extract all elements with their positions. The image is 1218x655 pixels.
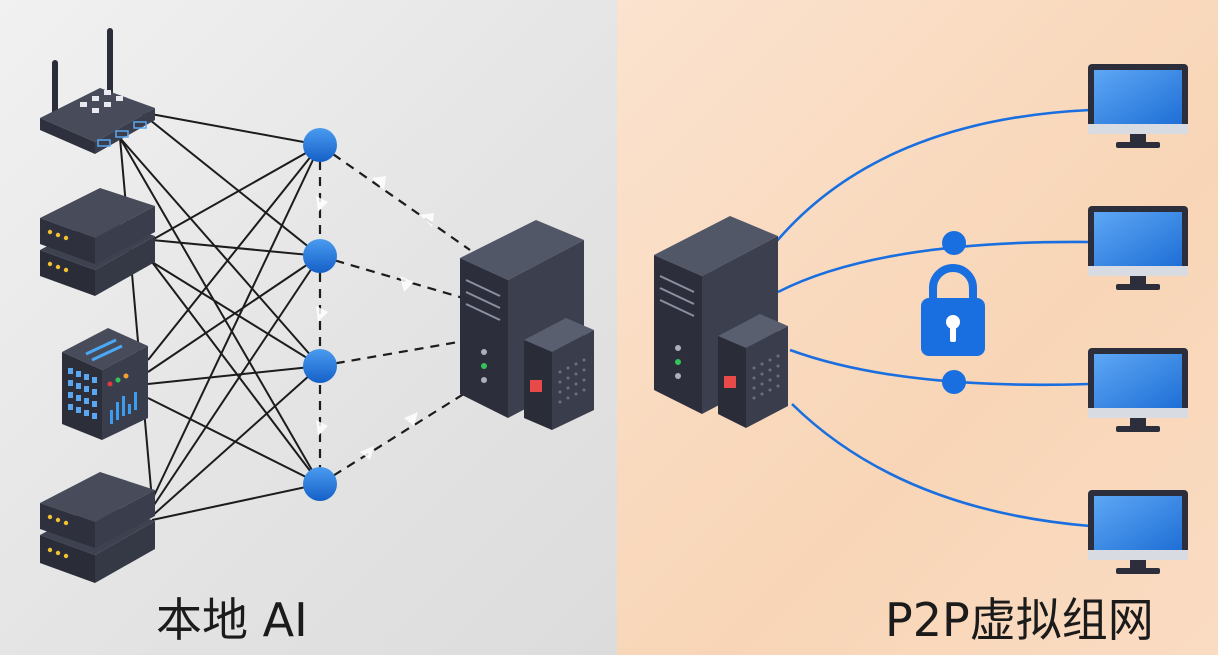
monitor-icon: [1088, 64, 1188, 148]
monitor-icon: [1088, 348, 1188, 432]
arrow-icon: [316, 306, 328, 322]
server-tower-icon: [654, 216, 788, 428]
arrow-icon: [360, 446, 374, 460]
padlock-icon: [921, 264, 985, 356]
hub-to-server-links: [318, 144, 471, 485]
data-flow-arrows: [316, 176, 434, 460]
hub-node: [303, 239, 337, 273]
hub-node: [303, 467, 337, 501]
server-tower-icon: [460, 220, 594, 430]
hub-node: [303, 128, 337, 162]
relay-node: [942, 370, 966, 394]
p2p-network-caption: P2P虚拟组网: [885, 593, 1154, 647]
hub-nodes: [303, 128, 337, 501]
arrow-icon: [372, 176, 386, 190]
arrow-icon: [400, 276, 414, 292]
server-unit-icon: [40, 472, 155, 583]
monitor-icon: [1088, 206, 1188, 290]
hub-node: [303, 349, 337, 383]
relay-node: [942, 231, 966, 255]
arrow-icon: [316, 420, 328, 436]
router-icon: [40, 28, 155, 154]
device-to-hub-links: [119, 111, 321, 521]
data-appliance-icon: [62, 328, 148, 440]
monitor-icon: [1088, 490, 1188, 574]
p2p-links: [775, 108, 1091, 528]
arrow-icon: [316, 196, 328, 212]
p2p-relay-nodes: [942, 231, 966, 394]
local-ai-caption: 本地 AI: [156, 593, 308, 647]
arrow-icon: [404, 412, 418, 426]
server-unit-icon: [40, 188, 155, 296]
arrow-icon: [420, 213, 434, 227]
